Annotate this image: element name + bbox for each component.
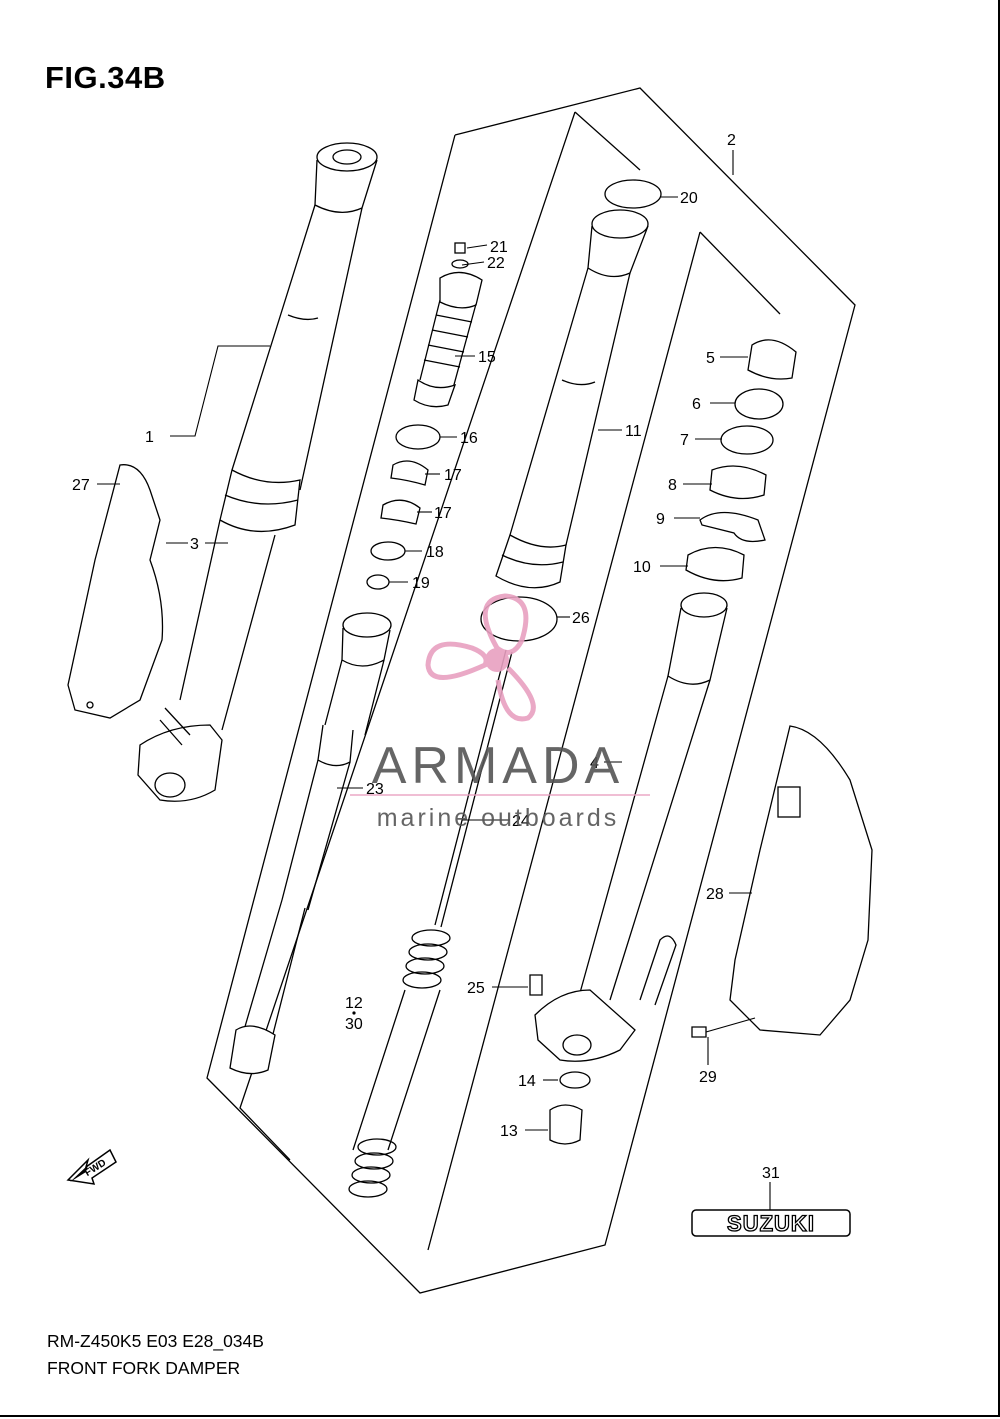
callout-3: 3: [190, 536, 199, 553]
callout-20: 20: [680, 190, 698, 207]
callout-16: 16: [460, 430, 478, 447]
watermark-logo: ARMADA marine outboards: [350, 593, 650, 832]
callout-5: 5: [706, 350, 715, 367]
suzuki-emblem: SUZUKI: [691, 1209, 851, 1237]
callout-23: 23: [366, 781, 384, 798]
callout-27: 27: [72, 477, 90, 494]
callout-9: 9: [656, 511, 665, 528]
callout-4: 4: [590, 755, 599, 772]
bolts: [529, 974, 756, 1038]
damper-rod: [229, 612, 392, 1075]
callout-18: 18: [426, 544, 444, 561]
valve-assembly: [413, 242, 483, 408]
seal-stack: [685, 339, 797, 582]
callout-13: 13: [500, 1123, 518, 1140]
callout-6: 6: [692, 396, 701, 413]
callout-22: 22: [487, 255, 505, 272]
callout-12: 12: [345, 995, 363, 1012]
callout-labels: 1 2 3 4 5 6 7 8 9 10 11 12 30 13 14 15 1…: [72, 132, 780, 1182]
fork-guard-left: [67, 464, 164, 719]
figure-title: FIG.34B: [45, 60, 166, 95]
callout-15: 15: [478, 349, 496, 366]
spring-assembly: [348, 929, 451, 1198]
callout-1: 1: [145, 429, 154, 446]
emblem-text: SUZUKI: [727, 1211, 815, 1236]
callout-31: 31: [762, 1165, 780, 1182]
group-outline-outer: [206, 87, 856, 1294]
model-code: RM-Z450K5 E03 E28_034B: [47, 1331, 264, 1351]
outer-tube-left: [137, 142, 378, 802]
callout-30: 30: [345, 1016, 363, 1033]
callout-17a: 17: [444, 467, 462, 484]
figure-caption: FRONT FORK DAMPER: [47, 1358, 241, 1378]
callout-14: 14: [518, 1073, 536, 1090]
leader-lines: [97, 150, 771, 1210]
drain-bolt-and-washer: [549, 1071, 591, 1145]
callout-25: 25: [467, 980, 485, 997]
callout-2: 2: [727, 132, 736, 149]
callout-8: 8: [668, 477, 677, 494]
inner-tube-cylinder: [495, 179, 662, 589]
group-outline-inner: [239, 111, 781, 1251]
rings-small: [366, 424, 441, 590]
callout-24: 24: [512, 813, 530, 830]
fwd-arrow-badge: FWD: [66, 1148, 117, 1185]
callout-26: 26: [572, 610, 590, 627]
watermark-brand: ARMADA: [372, 737, 624, 795]
callout-28: 28: [706, 886, 724, 903]
callout-dot: [352, 1011, 356, 1015]
fork-guard-right: [729, 725, 873, 1036]
watermark-tagline: marine outboards: [377, 804, 620, 832]
callout-19: 19: [412, 575, 430, 592]
inner-fork-tube: [534, 592, 728, 1062]
callout-29: 29: [699, 1069, 717, 1086]
callout-7: 7: [680, 432, 689, 449]
callout-10: 10: [633, 559, 651, 576]
callout-21: 21: [490, 239, 508, 256]
callout-17b: 17: [434, 505, 452, 522]
callout-11: 11: [625, 423, 642, 440]
